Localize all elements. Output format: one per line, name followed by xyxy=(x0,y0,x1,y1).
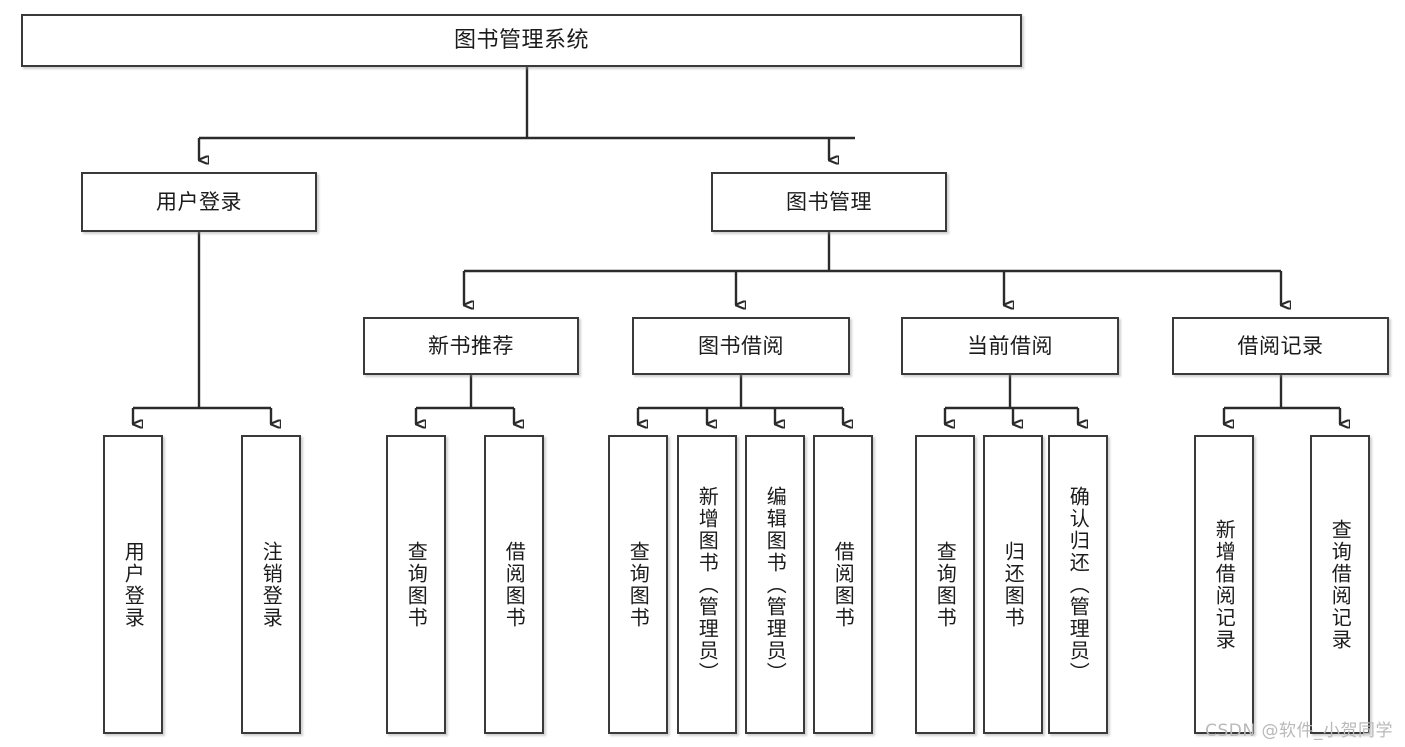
node-leaf-query-book-borrow-label: 查询图书 xyxy=(626,540,651,629)
node-leaf-return-book-label: 归还图书 xyxy=(1001,540,1026,629)
node-leaf-logout-login-label: 注销登录 xyxy=(259,540,284,629)
node-new-book-recommend[interactable]: 新书推荐 xyxy=(363,317,579,375)
node-leaf-borrow-book-label: 借阅图书 xyxy=(831,540,856,629)
node-book-borrow[interactable]: 图书借阅 xyxy=(632,317,850,375)
node-root[interactable]: 图书管理系统 xyxy=(21,14,1022,67)
node-leaf-confirm-return-admin-label: 确认归还（管理员） xyxy=(1066,485,1091,684)
node-leaf-query-book-recommend[interactable]: 查询图书 xyxy=(386,435,446,734)
node-leaf-borrow-book-recommend[interactable]: 借阅图书 xyxy=(484,435,544,734)
node-leaf-add-book-admin-label: 新增图书（管理员） xyxy=(695,485,720,684)
node-leaf-query-book-current[interactable]: 查询图书 xyxy=(915,435,975,734)
node-root-label: 图书管理系统 xyxy=(453,27,589,53)
node-book-borrow-label: 图书借阅 xyxy=(698,333,784,358)
node-leaf-add-borrow-record[interactable]: 新增借阅记录 xyxy=(1194,435,1254,734)
node-borrow-record-label: 借阅记录 xyxy=(1237,333,1324,358)
node-leaf-add-borrow-record-label: 新增借阅记录 xyxy=(1212,518,1237,651)
watermark: CSDN @软件_小贺同学 xyxy=(1205,721,1393,741)
node-leaf-user-login[interactable]: 用户登录 xyxy=(103,435,163,734)
node-leaf-query-book-borrow[interactable]: 查询图书 xyxy=(608,435,668,734)
node-leaf-query-book-recommend-label: 查询图书 xyxy=(404,540,429,629)
node-leaf-return-book[interactable]: 归还图书 xyxy=(983,435,1043,734)
node-current-borrow-label: 当前借阅 xyxy=(967,333,1053,358)
node-leaf-borrow-book-recommend-label: 借阅图书 xyxy=(502,540,527,629)
node-leaf-confirm-return-admin[interactable]: 确认归还（管理员） xyxy=(1048,435,1108,734)
node-user-login[interactable]: 用户登录 xyxy=(81,172,317,232)
node-leaf-user-login-label: 用户登录 xyxy=(121,540,146,629)
node-borrow-record[interactable]: 借阅记录 xyxy=(1172,317,1389,375)
node-book-manage[interactable]: 图书管理 xyxy=(711,172,947,232)
node-book-manage-label: 图书管理 xyxy=(786,189,872,214)
node-current-borrow[interactable]: 当前借阅 xyxy=(901,317,1119,375)
node-leaf-borrow-book[interactable]: 借阅图书 xyxy=(813,435,873,734)
node-leaf-logout-login[interactable]: 注销登录 xyxy=(241,435,301,734)
node-leaf-add-book-admin[interactable]: 新增图书（管理员） xyxy=(677,435,737,734)
node-leaf-edit-book-admin-label: 编辑图书（管理员） xyxy=(763,485,788,684)
node-leaf-edit-book-admin[interactable]: 编辑图书（管理员） xyxy=(745,435,805,734)
node-leaf-query-borrow-record[interactable]: 查询借阅记录 xyxy=(1310,435,1370,734)
node-leaf-query-borrow-record-label: 查询借阅记录 xyxy=(1328,518,1353,651)
node-leaf-query-book-current-label: 查询图书 xyxy=(933,540,958,629)
node-new-book-recommend-label: 新书推荐 xyxy=(428,333,514,358)
node-user-login-label: 用户登录 xyxy=(156,189,242,214)
